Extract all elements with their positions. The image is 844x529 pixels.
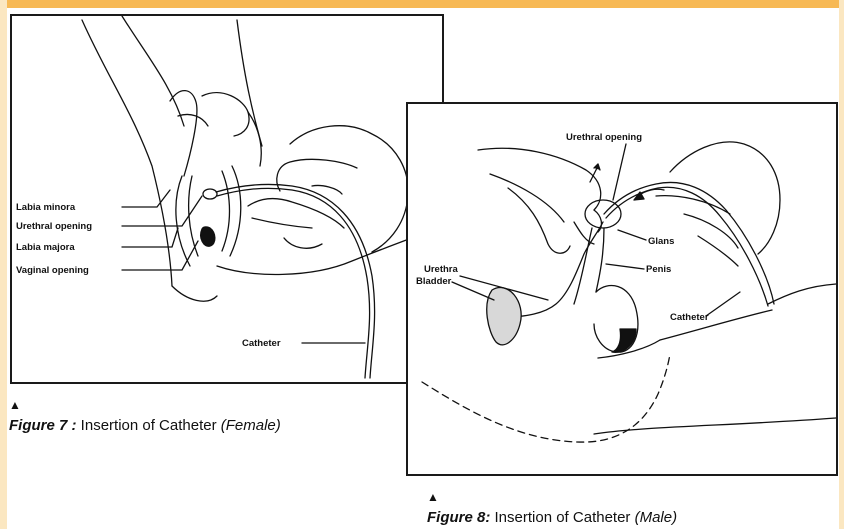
figure-8-illustration: Urethral opening Urethra Bladder Glans P…	[408, 104, 836, 474]
figure-8-number: Figure 8:	[427, 509, 490, 526]
figure-8-caption-text: Insertion of Catheter	[490, 509, 634, 526]
figure-7-illustration: Labia minora Urethral opening Labia majo…	[12, 16, 442, 382]
label-catheter-male: Catheter	[670, 312, 709, 323]
label-labia-minora: Labia minora	[16, 202, 76, 213]
figure-8-caption-sex: (Male)	[635, 509, 678, 526]
figure-8-marker: ▲	[427, 490, 439, 504]
label-glans: Glans	[648, 236, 674, 247]
figure-7-marker: ▲	[9, 398, 21, 412]
label-labia-majora: Labia majora	[16, 242, 75, 253]
label-urethral-opening-male: Urethral opening	[566, 132, 642, 143]
left-accent-bar	[0, 0, 7, 529]
figure-7-caption-sex: (Female)	[221, 417, 281, 434]
top-accent-bar	[0, 0, 844, 8]
figure-7-number: Figure 7 :	[9, 417, 77, 434]
figure-8-panel: Urethral opening Urethra Bladder Glans P…	[406, 102, 838, 476]
label-catheter-female: Catheter	[242, 338, 281, 349]
label-penis: Penis	[646, 264, 671, 275]
label-urethra: Urethra	[424, 264, 459, 275]
figure-7-caption: Figure 7 : Insertion of Catheter (Female…	[9, 417, 281, 434]
figure-7-caption-text: Insertion of Catheter	[77, 417, 221, 434]
figure-8-caption: Figure 8: Insertion of Catheter (Male)	[427, 509, 677, 526]
label-bladder: Bladder	[416, 276, 452, 287]
label-urethral-opening-female: Urethral opening	[16, 221, 92, 232]
figure-7-panel: Labia minora Urethral opening Labia majo…	[10, 14, 444, 384]
label-vaginal-opening: Vaginal opening	[16, 265, 89, 276]
right-accent-bar	[839, 0, 844, 529]
